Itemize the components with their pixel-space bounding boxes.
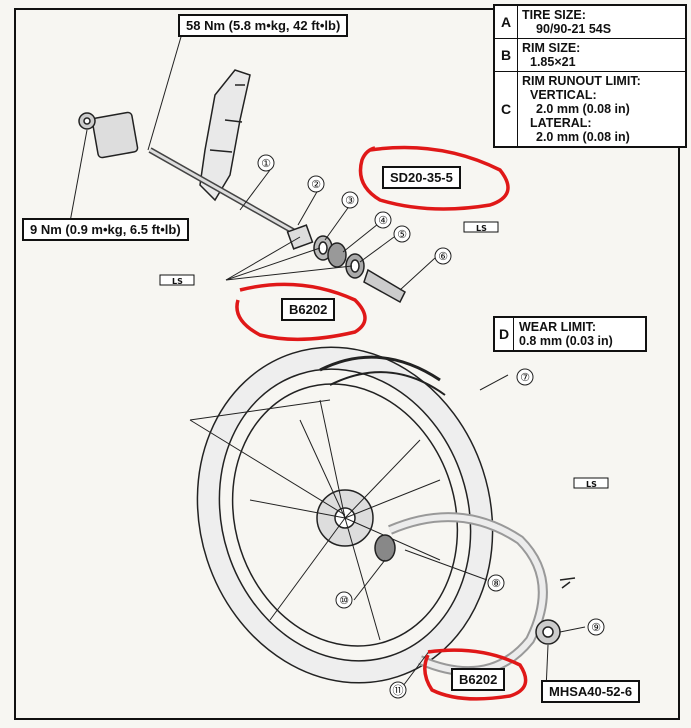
callout-3: ③ — [345, 194, 355, 207]
tire-size-title: TIRE SIZE: — [522, 8, 586, 22]
runout-vertical-label: VERTICAL: — [530, 88, 597, 102]
spec-table: A TIRE SIZE: 90/90-21 54S B RIM SIZE: 1.… — [493, 4, 687, 148]
wear-letter-d: D — [495, 318, 514, 350]
wear-limit-title: WEAR LIMIT: — [519, 320, 597, 334]
leader-lines — [69, 29, 586, 691]
diagram-frame — [14, 8, 680, 720]
runout-lateral-value: 2.0 mm (0.08 in) — [536, 130, 630, 144]
callout-6: ⑥ — [438, 250, 448, 263]
bearing-lower-label: B6202 — [451, 668, 506, 691]
callout-4: ④ — [378, 214, 388, 227]
callout-9: ⑨ — [591, 621, 601, 634]
spec-row-tire-size: A TIRE SIZE: 90/90-21 54S — [493, 4, 687, 39]
lube-symbol-top: LS — [476, 224, 487, 233]
torque-upper-label: 58 Nm (5.8 m•kg, 42 ft•lb) — [178, 14, 349, 37]
spec-row-rim-size: B RIM SIZE: 1.85×21 — [493, 38, 687, 72]
bearing-upper-label: B6202 — [281, 298, 336, 321]
callout-7: ⑦ — [520, 371, 530, 384]
fork-assembly — [78, 69, 302, 238]
spec-letter-c: C — [493, 71, 518, 148]
spec-letter-a: A — [493, 4, 518, 39]
callout-5: ⑤ — [397, 228, 407, 241]
callout-2: ② — [311, 178, 321, 191]
red-annotations — [235, 145, 528, 701]
lube-symbol-right: LS — [586, 480, 597, 489]
rim-size-value: 1.85×21 — [530, 55, 576, 69]
lube-symbol-left: LS — [172, 277, 183, 286]
runout-vertical-value: 2.0 mm (0.08 in) — [536, 102, 630, 116]
torque-lower-label: 9 Nm (0.9 m•kg, 6.5 ft•lb) — [22, 218, 189, 241]
callout-labels: ① ② ③ ④ ⑤ ⑥ ⑦ ⑧ ⑨ ⑩ ⑪ — [261, 157, 601, 697]
wear-limit-box: D WEAR LIMIT: 0.8 mm (0.03 in) — [493, 316, 647, 352]
axle-parts — [286, 224, 406, 304]
callout-11: ⑪ — [393, 684, 404, 697]
callout-1: ① — [261, 157, 271, 170]
runout-lateral-label: LATERAL: — [530, 116, 592, 130]
rim-size-title: RIM SIZE: — [522, 41, 581, 55]
callout-numbers — [257, 154, 605, 699]
callout-10: ⑩ — [339, 594, 349, 607]
gear-seal-label: MHSA40-52-6 — [541, 680, 641, 703]
spec-row-rim-runout: C RIM RUNOUT LIMIT: VERTICAL: 2.0 mm (0.… — [493, 71, 687, 148]
tire-size-value: 90/90-21 54S — [536, 22, 612, 36]
seal-part-label: SD20-35-5 — [382, 166, 461, 189]
wear-limit-value: 0.8 mm (0.03 in) — [519, 334, 613, 348]
lube-symbols: LS LS LS — [159, 221, 609, 489]
spec-letter-b: B — [493, 38, 518, 72]
rim-runout-title: RIM RUNOUT LIMIT: — [522, 74, 641, 88]
callout-8: ⑧ — [491, 577, 501, 590]
